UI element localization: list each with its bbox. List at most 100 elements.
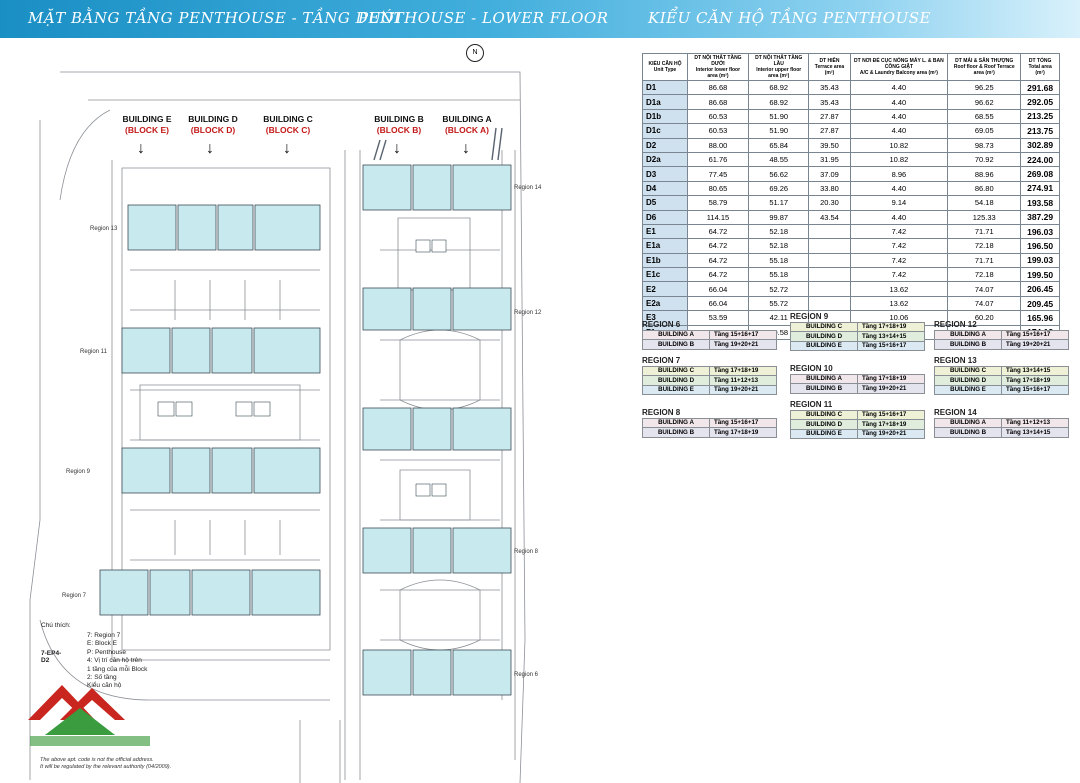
unit-type-cell: D1 [642,79,688,96]
region-building-cell: BUILDING B [642,427,710,438]
legend-lines: 7: Region 7 E: Block E P: Penthouse 4: V… [87,632,147,691]
building-d-label: BUILDING D(BLOCK D) [188,114,238,135]
table-cell: 7.42 [849,238,949,254]
region-floors-cell: Tầng 15+16+17 [709,417,777,429]
table-cell: 80.65 [687,180,749,197]
region-title: REGION 12 [934,320,977,329]
table-cell: 39.50 [808,137,851,153]
region-floors-cell: Tầng 15+16+17 [1001,329,1069,341]
col-header: DT HIÊN Terrace area (m²) [808,53,851,81]
unit-type-cell: D1a [642,94,688,110]
region-building-cell: BUILDING B [790,383,858,394]
table-header-row: KIỂU CĂN HỘ Unit Type DT NỘI THẤT TẦNG D… [642,53,1060,81]
total-area-cell: 199.50 [1020,267,1060,283]
table-cell: 71.71 [947,223,1022,240]
table-cell: 7.42 [849,223,949,240]
region-building-cell: BUILDING C [790,321,858,333]
table-cell: 10.82 [849,151,949,168]
region-title: REGION 9 [790,312,829,321]
region-building-cell: BUILDING A [642,417,710,429]
region-building-cell: BUILDING A [642,329,710,341]
table-cell: 64.72 [687,267,749,283]
table-cell: 4.40 [849,209,949,225]
region-label: Region 9 [66,469,91,475]
table-cell: 51.90 [747,123,810,139]
table-cell: 13.62 [849,295,949,312]
table-cell: 69.05 [947,123,1022,139]
table-cell: 54.18 [947,195,1022,211]
legend-line: 2: Số tầng [87,674,117,682]
table-cell: 77.45 [687,166,749,182]
region-title: REGION 10 [790,364,833,373]
region-label: Region 14 [514,185,542,191]
arrow-down-icon: ↓ [206,140,214,157]
unit-type-cell: D1b [642,108,688,125]
plan-legend: Chú thích: 7-EP4- D2 7: Region 7 E: Bloc… [33,622,173,722]
region-title: REGION 13 [934,356,977,365]
region-floors-cell: Tầng 13+14+15 [1001,427,1069,438]
table-cell: 31.95 [808,151,851,168]
table-cell [808,295,851,312]
unit-type-cell: D1c [642,123,688,139]
region-building-cell: BUILDING D [790,419,858,430]
total-area-cell: 206.45 [1020,281,1060,297]
col-header: DT NỘI THẤT TẦNG DƯỚI Interior lower flo… [687,53,749,81]
total-area-cell: 302.89 [1020,137,1060,153]
table-cell: 4.40 [849,180,949,197]
table-cell: 98.73 [947,137,1022,153]
region-floors-cell: Tầng 19+20+21 [857,383,925,394]
table-cell: 70.92 [947,151,1022,168]
region-floors-cell: Tầng 17+18+19 [709,365,777,377]
table-cell: 64.72 [687,223,749,240]
region-building-cell: BUILDING B [934,427,1002,438]
table-cell: 74.07 [947,295,1022,312]
table-cell: 61.76 [687,151,749,168]
region-floors-cell: Tầng 17+18+19 [857,321,925,333]
table-cell: 68.92 [747,94,810,110]
total-area-cell: 387.29 [1020,209,1060,225]
table-cell: 68.92 [747,79,810,96]
region-building-cell: BUILDING B [934,339,1002,350]
region-label: Region 12 [514,310,542,316]
table-cell: 7.42 [849,267,949,283]
total-area-cell: 213.25 [1020,108,1060,125]
region-floors-cell: Tầng 19+20+21 [857,428,925,440]
table-cell: 52.18 [747,223,810,240]
arrow-down-icon: ↓ [283,140,291,157]
region-floors-cell: Tầng 19+20+21 [1001,339,1069,350]
table-cell: 65.84 [747,137,810,153]
unit-type-cell: D5 [642,195,688,211]
unit-type-cell: E1 [642,223,688,240]
building-e-label: BUILDING E(BLOCK E) [122,114,172,135]
region-building-cell: BUILDING C [934,365,1002,377]
legend-line: E: Block E [87,640,117,648]
table-cell: 55.18 [747,267,810,283]
total-area-cell: 196.03 [1020,223,1060,240]
table-cell: 4.40 [849,123,949,139]
table-cell: 88.96 [947,166,1022,182]
